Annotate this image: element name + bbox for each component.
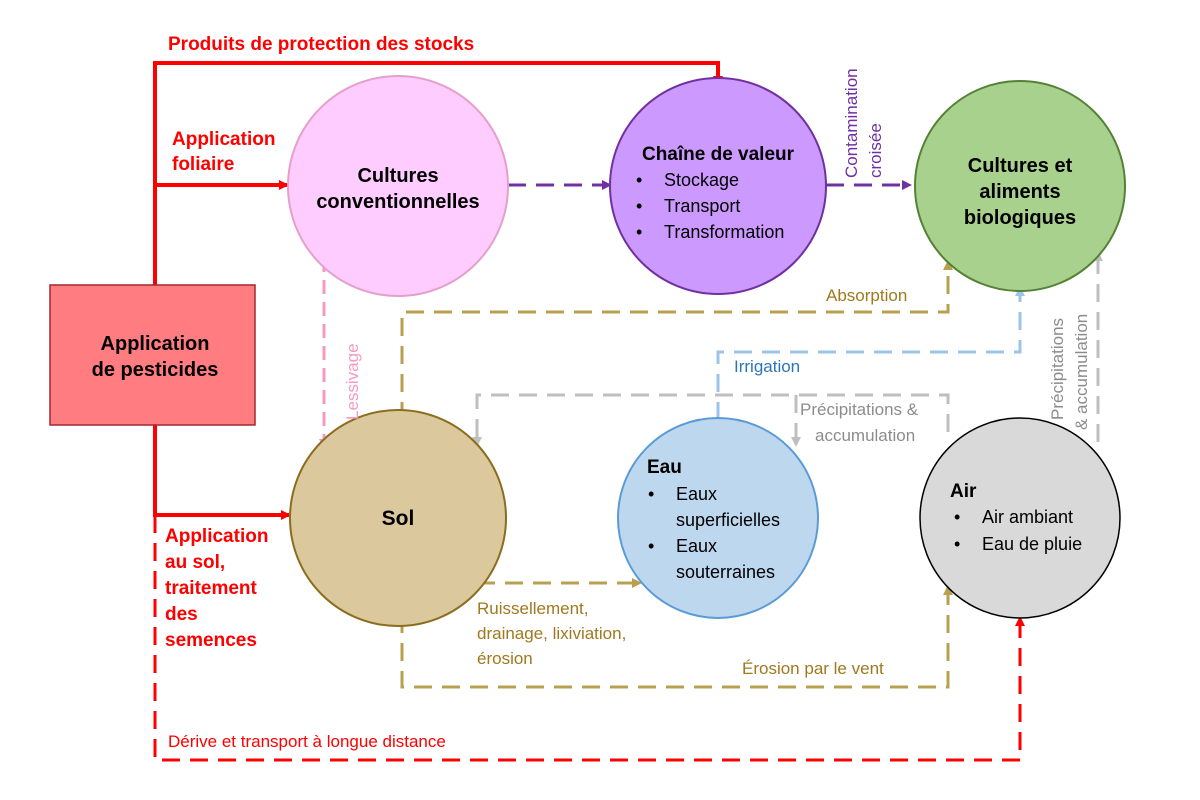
value-chain-circle (609, 77, 827, 295)
organic-crops-title: Cultures et (968, 155, 1073, 177)
water-item: souterraines (676, 562, 775, 582)
label-absorption: Absorption (826, 286, 907, 305)
air-item: Eau de pluie (982, 534, 1082, 554)
label-soil-application-5: semences (165, 630, 257, 651)
water-item: Eaux (676, 536, 717, 556)
arrow-soil-application (153, 425, 291, 520)
label-wind-erosion: Érosion par le vent (742, 659, 884, 678)
air-bullet: • (954, 507, 960, 527)
organic-crops-title-2: aliments (979, 181, 1060, 203)
label-runoff-2: drainage, lixiviation, (477, 624, 626, 643)
air-bullet: • (954, 534, 960, 554)
water-bullet: • (648, 484, 654, 504)
label-precipitation-right-2: & accumulation (1072, 314, 1091, 430)
label-precipitation-right: Précipitations (1048, 318, 1067, 420)
label-irrigation: Irrigation (734, 357, 800, 376)
label-soil-application: Application (165, 526, 268, 547)
value-chain-item: Transport (664, 196, 740, 216)
arrow-absorption (400, 260, 953, 420)
label-cross-contamination-2: croisée (866, 123, 885, 178)
conventional-crops-circle (287, 75, 509, 297)
pesticide-application-box (49, 284, 256, 426)
air-item: Air ambiant (982, 507, 1073, 527)
value-chain-item: Transformation (664, 222, 784, 242)
label-soil-application-4: des (165, 604, 198, 625)
water-bullet: • (648, 536, 654, 556)
water-title: Eau (647, 457, 682, 478)
label-runoff: Ruissellement, (477, 599, 589, 618)
value-chain-bullet: • (636, 196, 642, 216)
water-circle (617, 417, 819, 619)
arrow-precipitation-center (472, 393, 950, 447)
air-title: Air (950, 481, 977, 502)
arrow-wind-erosion (400, 585, 953, 689)
value-chain-bullet: • (636, 222, 642, 242)
pesticide-application-title: Application (101, 333, 210, 355)
label-runoff-3: érosion (477, 649, 533, 668)
arrow-irrigation (716, 286, 1025, 420)
value-chain-title: Chaîne de valeur (642, 144, 795, 165)
water-item: Eaux (676, 484, 717, 504)
label-precipitation-center: Précipitations & (800, 400, 919, 419)
water-item: superficielles (676, 510, 780, 530)
organic-crops-circle (914, 80, 1126, 292)
label-soil-application-2: au sol, (165, 552, 225, 573)
conventional-crops-title: Cultures (357, 165, 438, 187)
soil-circle (289, 409, 507, 627)
conventional-crops-title-2: conventionnelles (316, 191, 479, 213)
label-precipitation-center-2: accumulation (815, 426, 915, 445)
value-chain-item: Stockage (664, 170, 739, 190)
label-cross-contamination: Contamination (842, 68, 861, 178)
air-circle (919, 417, 1121, 619)
label-soil-application-3: traitement (165, 578, 258, 599)
arrow-stock-protection (153, 61, 723, 285)
value-chain-bullet: • (636, 170, 642, 190)
soil-title: Sol (382, 507, 415, 530)
organic-crops-title-3: biologiques (964, 207, 1076, 229)
label-foliar-application: Application (172, 129, 275, 150)
pesticide-application-title-2: de pesticides (92, 359, 219, 381)
label-stock-protection: Produits de protection des stocks (168, 34, 474, 55)
label-leaching: Lessivage (343, 343, 362, 420)
label-drift: Dérive et transport à longue distance (168, 732, 446, 751)
arrow-drift (153, 515, 1025, 762)
label-foliar-application-2: foliaire (172, 154, 234, 175)
